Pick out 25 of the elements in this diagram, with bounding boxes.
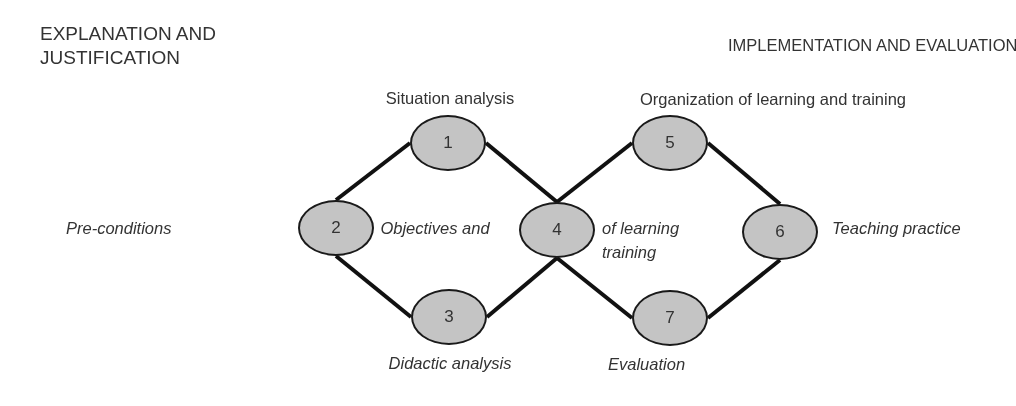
numbered-circle: 4 <box>519 202 595 258</box>
section-heading: IMPLEMENTATION AND EVALUATION <box>728 35 1016 56</box>
connector-line <box>334 141 412 202</box>
connector-line <box>555 256 634 320</box>
connector-line <box>485 256 559 319</box>
section-heading: EXPLANATION AND JUSTIFICATION <box>40 22 217 70</box>
numbered-circle: 2 <box>298 200 374 256</box>
numbered-circle: 1 <box>410 115 486 171</box>
annotation-text: Objectives and <box>380 218 490 239</box>
connector-line <box>484 141 559 204</box>
annotation-text: Pre-conditions <box>66 218 173 239</box>
connector-line <box>334 254 413 319</box>
step-caption: Didactic analysis <box>387 353 513 374</box>
numbered-circle: 6 <box>742 204 818 260</box>
connector-line <box>555 141 634 204</box>
numbered-circle: 3 <box>411 289 487 345</box>
step-caption: Organization of learning and training <box>640 89 907 110</box>
step-caption: Situation analysis <box>384 88 516 109</box>
step-caption: Teaching practice <box>832 218 962 239</box>
step-caption: Evaluation <box>608 354 687 375</box>
annotation-text: of learning training <box>602 218 681 263</box>
numbered-circle: 7 <box>632 290 708 346</box>
connector-line <box>706 258 782 320</box>
numbered-circle: 5 <box>632 115 708 171</box>
connector-line <box>706 141 782 206</box>
